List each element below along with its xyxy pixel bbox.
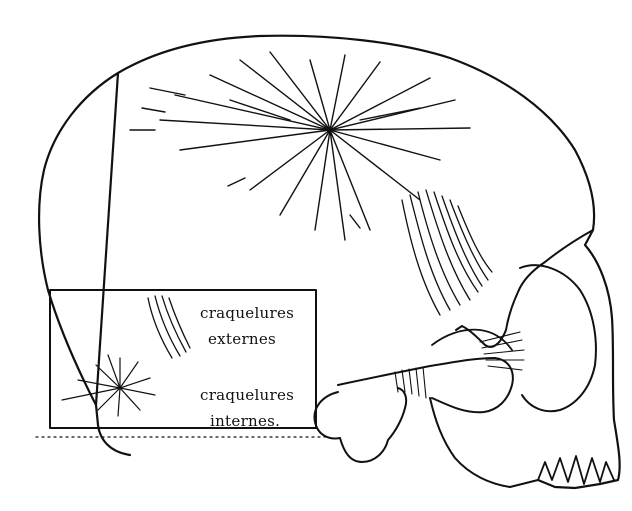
legend-internal-label-1: craquelures — [200, 386, 294, 404]
cheekbone — [338, 358, 513, 412]
legend-external-label-1: craquelures — [200, 304, 294, 322]
mastoid-process — [314, 388, 406, 462]
skull-outline — [39, 36, 620, 488]
legend-external-swatch — [148, 296, 190, 358]
stellate-fracture-parietal — [130, 52, 470, 240]
eye-socket — [520, 265, 596, 411]
external-crazing-temporal — [402, 190, 492, 315]
teeth — [538, 456, 614, 484]
legend-internal-label-2: internes. — [210, 412, 280, 430]
legend-external-label-2: externes — [208, 330, 276, 348]
